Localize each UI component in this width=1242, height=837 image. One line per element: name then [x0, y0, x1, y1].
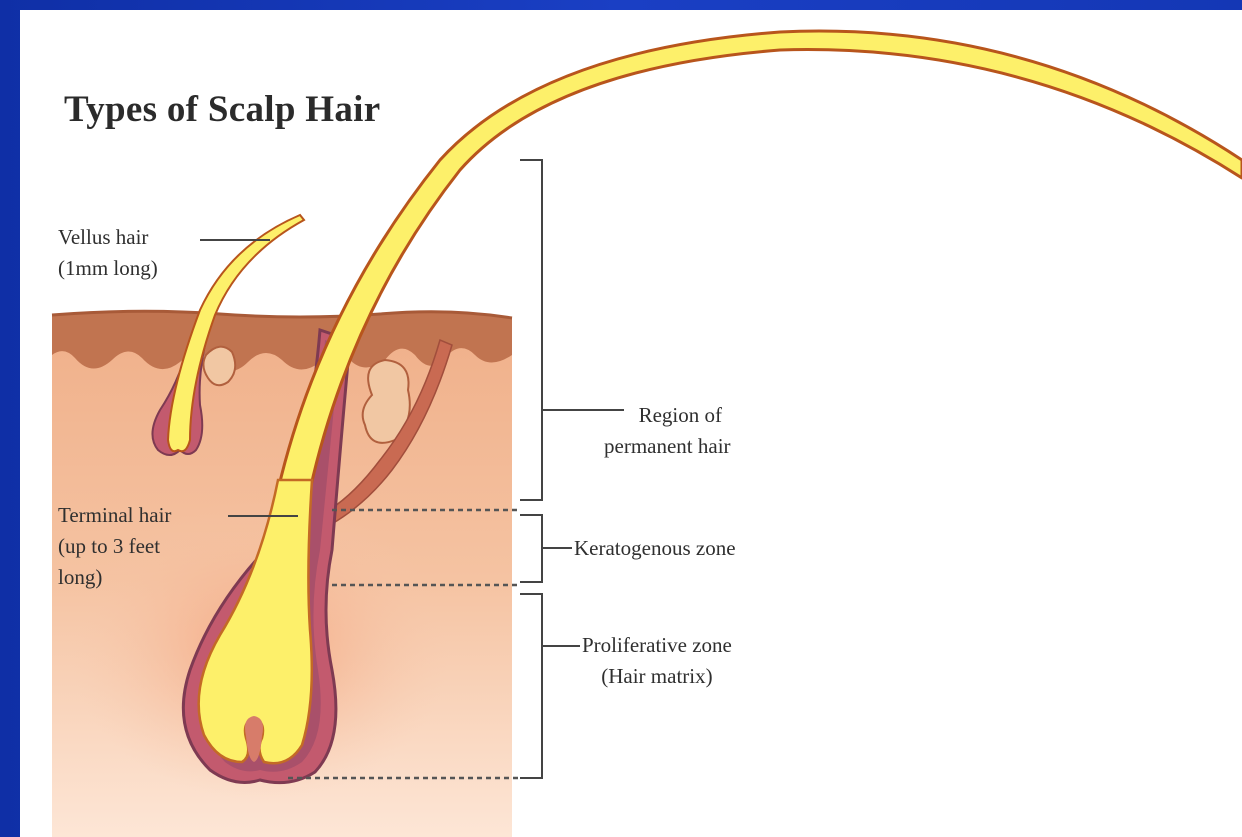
- terminal-name: Terminal hair: [58, 500, 171, 531]
- vellus-length: (1mm long): [58, 253, 158, 284]
- region-line1: Region of: [604, 400, 731, 431]
- label-proliferative-zone: Proliferative zone (Hair matrix): [582, 630, 732, 692]
- label-terminal-hair: Terminal hair (up to 3 feet long): [58, 500, 171, 593]
- proliferative-line1: Proliferative zone: [582, 630, 732, 661]
- proliferative-line2: (Hair matrix): [582, 661, 732, 692]
- diagram-panel: Types of Scalp Hair Vellus hair (1mm lon…: [20, 10, 1242, 837]
- bracket-keratogenous: [520, 515, 572, 582]
- terminal-length-line2: long): [58, 562, 171, 593]
- vellus-name: Vellus hair: [58, 222, 158, 253]
- label-vellus-hair: Vellus hair (1mm long): [58, 222, 158, 284]
- sebaceous-gland-vellus: [203, 347, 235, 386]
- bracket-proliferative: [520, 594, 580, 778]
- label-keratogenous-zone: Keratogenous zone: [574, 533, 736, 564]
- diagram-title: Types of Scalp Hair: [64, 88, 380, 131]
- terminal-length-line1: (up to 3 feet: [58, 531, 171, 562]
- label-region-permanent-hair: Region of permanent hair: [604, 400, 731, 462]
- region-line2: permanent hair: [604, 431, 731, 462]
- keratogenous-text: Keratogenous zone: [574, 533, 736, 564]
